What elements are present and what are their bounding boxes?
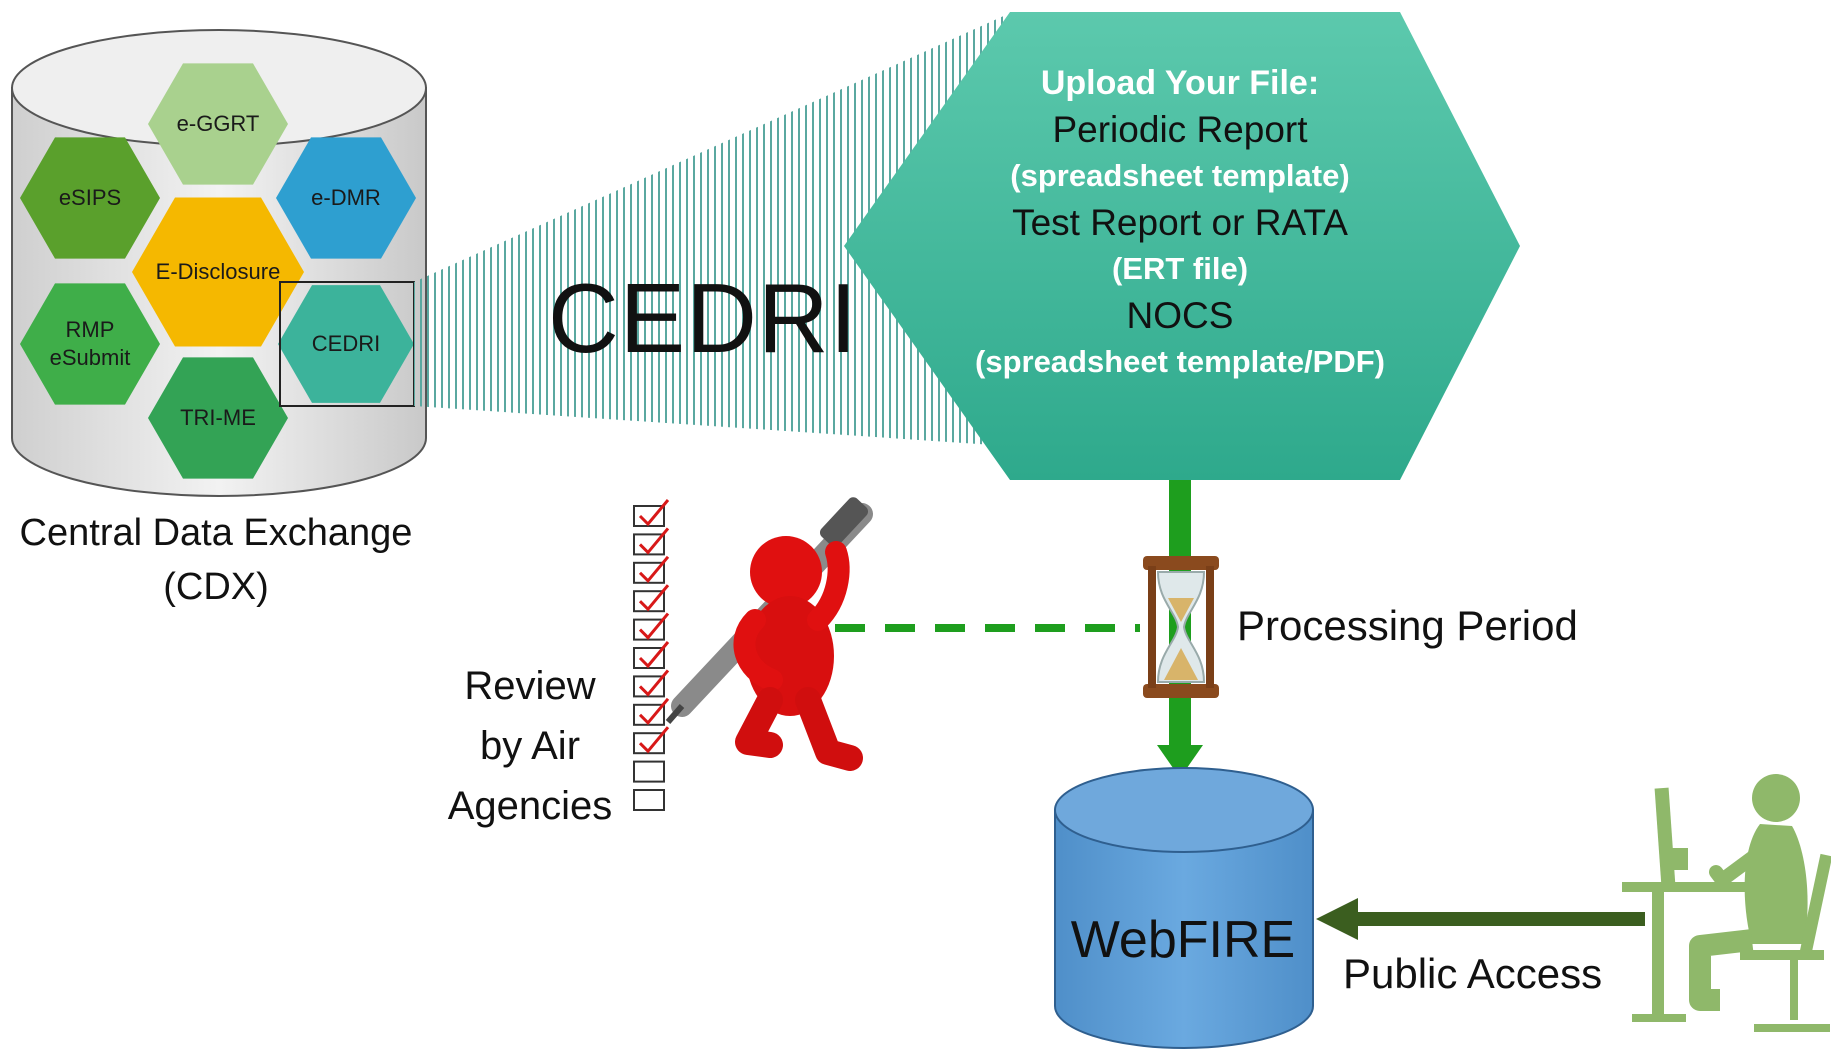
cdx-module-hexagon bbox=[276, 137, 416, 259]
cdx-module-hexagon bbox=[148, 63, 288, 185]
cdx-module-label: E-Disclosure bbox=[155, 259, 281, 285]
webfire-cylinder bbox=[1054, 767, 1314, 1049]
upload-item-name: NOCS bbox=[1126, 294, 1234, 336]
checklist-box bbox=[633, 618, 665, 641]
checkmark-icon bbox=[638, 726, 670, 754]
upload-heading: Upload Your File: bbox=[1040, 64, 1320, 102]
upload-item-name: Test Report or RATA bbox=[1012, 201, 1348, 243]
review-line3: Agencies bbox=[447, 784, 613, 828]
checklist-box bbox=[633, 675, 665, 698]
upload-hexagon bbox=[844, 12, 1520, 480]
flow-arrowhead bbox=[1157, 745, 1203, 778]
cdx-module-label: eSIPS bbox=[58, 185, 122, 211]
cdx-caption-line1: Central Data Exchange bbox=[19, 512, 413, 554]
cdx-module-label: CEDRI bbox=[311, 331, 381, 357]
checkmark-icon bbox=[638, 641, 670, 669]
checklist-box bbox=[633, 647, 665, 669]
hourglass-icon bbox=[1143, 556, 1219, 698]
checklist-box bbox=[633, 732, 665, 755]
upload-item-name: Periodic Report bbox=[1052, 108, 1308, 150]
cdx-module-label: e-DMR bbox=[311, 185, 381, 211]
cdx-module-hexagon bbox=[278, 285, 414, 403]
cdx-module-hexagons bbox=[20, 63, 416, 479]
cdx-module-hexagon bbox=[132, 197, 304, 347]
cdx-module-label: RMP eSubmit bbox=[49, 317, 131, 370]
processing-period-label: Processing Period bbox=[1237, 602, 1578, 649]
checklist-box bbox=[633, 703, 665, 726]
cdx-caption-line2: (CDX) bbox=[163, 566, 269, 608]
cdx-module-label: e-GGRT bbox=[176, 111, 260, 137]
cdx-module-hexagon bbox=[20, 283, 160, 405]
checkmark-icon bbox=[638, 499, 670, 527]
upload-file-text: Upload Your File: Periodic Report (sprea… bbox=[920, 60, 1440, 386]
checkmark-icon bbox=[638, 612, 670, 640]
webfire-label: WebFIRE bbox=[1070, 911, 1296, 969]
checklist-box bbox=[633, 590, 665, 613]
checklist-box bbox=[633, 561, 665, 584]
upload-item-format: (spreadsheet template/PDF) bbox=[975, 344, 1385, 379]
cdx-module-hexagon bbox=[20, 137, 160, 259]
review-caption: Review by Air Agencies bbox=[420, 656, 640, 836]
checklist-box bbox=[633, 533, 665, 556]
public-access-label: Public Access bbox=[1343, 950, 1603, 997]
reviewer-figure bbox=[665, 497, 873, 771]
checklist-box bbox=[633, 760, 665, 783]
cedri-title: CEDRI bbox=[548, 263, 858, 373]
checkmark-icon bbox=[638, 584, 670, 612]
checkmark-icon bbox=[638, 697, 670, 726]
checkmark-icon bbox=[638, 555, 670, 584]
cdx-module-hexagon bbox=[148, 357, 288, 479]
cdx-module-label: TRI-ME bbox=[180, 405, 256, 431]
zoom-beam bbox=[414, 14, 1008, 446]
review-line1: Review bbox=[464, 664, 596, 708]
cdx-caption: Central Data Exchange (CDX) bbox=[0, 506, 432, 614]
upload-item-format: (spreadsheet template) bbox=[1010, 158, 1350, 193]
public-access-arrowhead bbox=[1316, 898, 1358, 940]
public-user-at-computer bbox=[1622, 774, 1831, 1032]
checkmark-icon bbox=[638, 527, 670, 555]
checkmark-icon bbox=[638, 669, 670, 697]
checklist-box bbox=[633, 505, 665, 527]
checklist-box bbox=[633, 789, 665, 811]
upload-item-format: (ERT file) bbox=[1111, 251, 1249, 286]
review-checklist bbox=[633, 499, 670, 811]
review-line2: by Air bbox=[479, 724, 581, 768]
